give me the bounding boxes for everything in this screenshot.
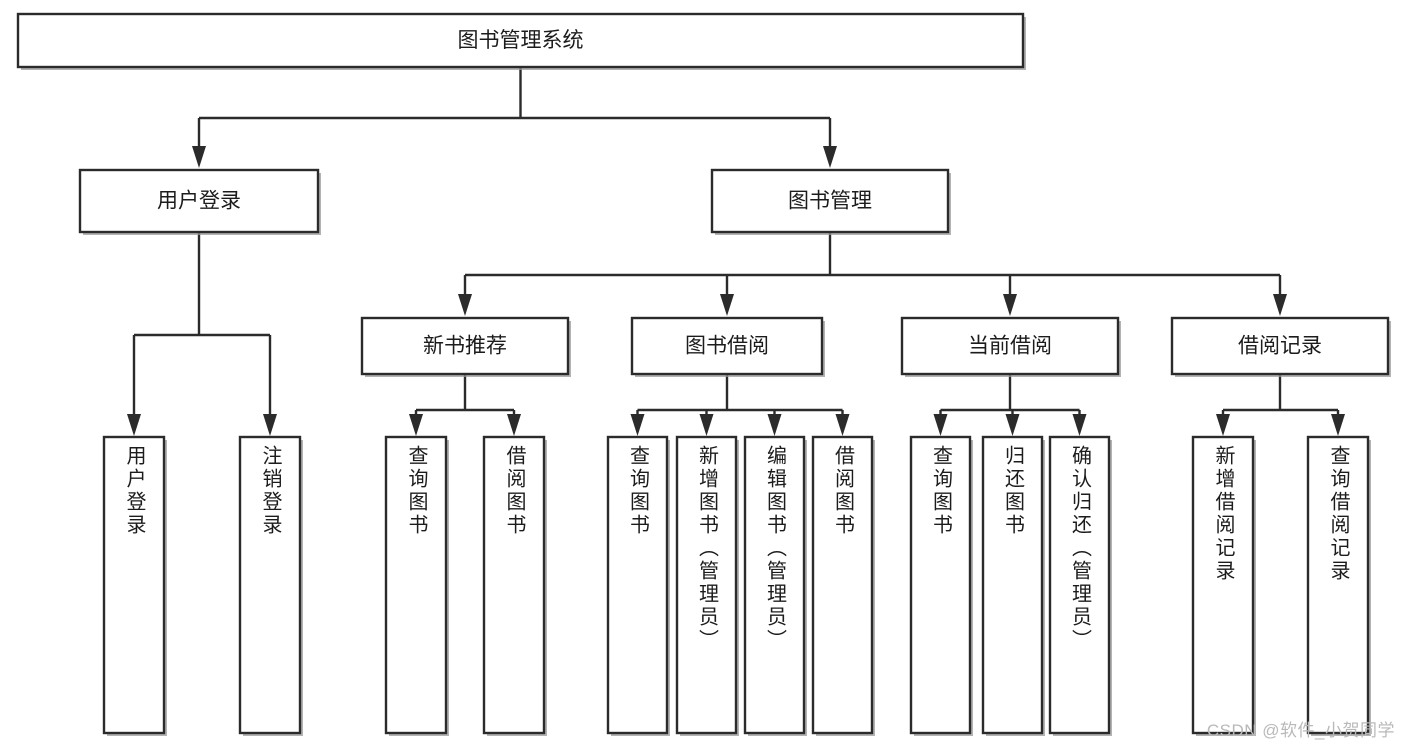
arrow-user-login-to-leaf-user-login [127, 414, 141, 436]
node-leaf-leaf-user-login[interactable] [102, 435, 166, 735]
node-leaf-leaf-query-book-rec[interactable] [384, 435, 448, 735]
arrow-borrow-record-to-leaf-add-record [1216, 414, 1230, 436]
arrow-book-borrow-to-leaf-query-book-borrow [630, 414, 645, 436]
node-level3-label-current-borrow: 当前借阅 [968, 335, 1052, 358]
node-level2-user-login[interactable] [78, 168, 320, 234]
node-level3-book-borrow[interactable] [630, 316, 824, 376]
arrow-bookmgmt-to-level3-1 [720, 294, 734, 316]
node-leaf-leaf-borrow-book-rec[interactable] [482, 435, 546, 735]
node-level2-book-management[interactable] [710, 168, 950, 234]
node-level2-label-book-management: 图书管理 [788, 190, 872, 213]
node-level3-current-borrow[interactable] [900, 316, 1120, 376]
node-leaf-leaf-add-record[interactable] [1191, 435, 1255, 735]
arrow-root-to-level2-0 [192, 146, 206, 168]
arrow-current-borrow-to-leaf-confirm-return [1072, 414, 1087, 436]
arrow-new-book-recommend-to-leaf-query-book-rec [409, 414, 423, 436]
arrow-current-borrow-to-leaf-query-book-cur [933, 414, 948, 436]
node-leaf-leaf-query-book-borrow[interactable] [606, 435, 669, 735]
arrow-bookmgmt-to-level3-3 [1273, 294, 1287, 316]
node-level3-label-borrow-record: 借阅记录 [1238, 335, 1322, 358]
node-leaf-leaf-user-logout[interactable] [238, 435, 302, 735]
node-leaf-leaf-borrow-book[interactable] [811, 435, 874, 735]
node-leaf-leaf-return-book[interactable] [981, 435, 1044, 735]
node-leaf-leaf-confirm-return[interactable] [1048, 435, 1111, 735]
arrow-book-borrow-to-leaf-edit-book [767, 414, 782, 436]
node-root-label: 图书管理系统 [458, 29, 584, 52]
arrow-bookmgmt-to-level3-2 [1003, 294, 1017, 316]
watermark-text: CSDN @软件_小贺同学 [1206, 721, 1395, 740]
node-level3-new-book-recommend[interactable] [360, 316, 570, 376]
boxes-layer [16, 12, 1391, 736]
node-leaf-leaf-add-book[interactable] [675, 435, 738, 735]
node-leaf-leaf-query-record[interactable] [1306, 435, 1370, 735]
arrow-new-book-recommend-to-leaf-borrow-book-rec [507, 414, 521, 436]
arrow-root-to-level2-1 [823, 146, 837, 168]
node-leaf-leaf-query-book-cur[interactable] [909, 435, 972, 735]
node-leaf-leaf-edit-book[interactable] [743, 435, 806, 735]
node-level2-label-user-login: 用户登录 [157, 190, 241, 213]
arrow-book-borrow-to-leaf-add-book [699, 414, 714, 436]
arrow-borrow-record-to-leaf-query-record [1331, 414, 1345, 436]
arrow-user-login-to-leaf-user-logout [263, 414, 277, 436]
arrow-current-borrow-to-leaf-return-book [1005, 414, 1020, 436]
arrow-book-borrow-to-leaf-borrow-book [835, 414, 850, 436]
node-level3-borrow-record[interactable] [1170, 316, 1390, 376]
arrow-bookmgmt-to-level3-0 [458, 294, 472, 316]
node-level3-label-book-borrow: 图书借阅 [685, 335, 769, 358]
node-level3-label-new-book-recommend: 新书推荐 [423, 335, 507, 358]
connectors-layer [127, 67, 1345, 436]
node-root[interactable] [16, 12, 1025, 69]
